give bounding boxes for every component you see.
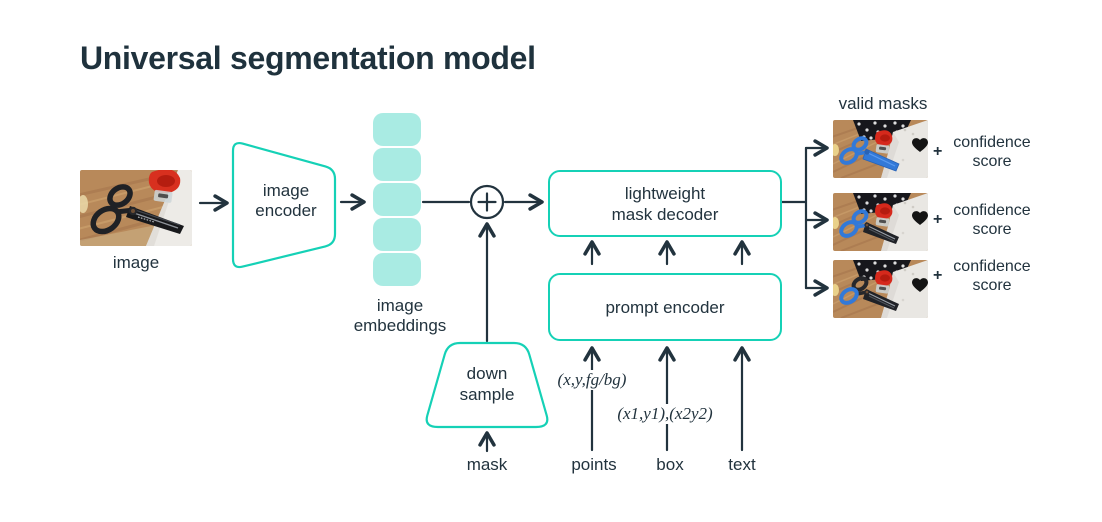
mask-input-label: mask bbox=[466, 455, 508, 474]
image-embeddings-label: image embeddings bbox=[353, 296, 447, 335]
confidence-score-1: confidence score bbox=[953, 134, 1031, 170]
input-image-label: image bbox=[112, 253, 160, 272]
valid-masks-heading: valid masks bbox=[838, 94, 928, 113]
box-input-label: box bbox=[656, 455, 684, 474]
plus-sign: + bbox=[933, 143, 943, 160]
image-encoder-label: image encoder bbox=[255, 181, 317, 220]
prompt-encoder-box: prompt encoder bbox=[548, 273, 782, 341]
text-input-label: text bbox=[728, 455, 756, 474]
image-encoder-shape bbox=[231, 141, 337, 269]
input-image-photo bbox=[80, 170, 192, 246]
downsample-shape bbox=[425, 341, 549, 429]
plus-combine-icon bbox=[469, 184, 505, 220]
downsample-label: down sample bbox=[459, 364, 515, 404]
embedding-token bbox=[373, 218, 421, 251]
diagram-title: Universal segmentation model bbox=[80, 40, 536, 76]
valid-mask-image-1 bbox=[833, 120, 928, 178]
valid-mask-image-3 bbox=[833, 260, 928, 318]
valid-mask-image-2 bbox=[833, 193, 928, 251]
embedding-token bbox=[373, 113, 421, 146]
image-embeddings-stack bbox=[373, 113, 421, 288]
embedding-token bbox=[373, 183, 421, 216]
mask-decoder-box: lightweight mask decoder bbox=[548, 170, 782, 237]
plus-sign: + bbox=[933, 211, 943, 228]
embedding-token bbox=[373, 148, 421, 181]
plus-sign: + bbox=[933, 267, 943, 284]
embedding-token bbox=[373, 253, 421, 286]
confidence-score-2: confidence score bbox=[953, 202, 1031, 238]
points-annotation: (x,y,fg/bg) bbox=[554, 370, 630, 390]
branch-line bbox=[777, 146, 808, 290]
confidence-score-3: confidence score bbox=[953, 258, 1031, 294]
points-input-label: points bbox=[571, 455, 617, 474]
box-annotation: (x1,y1),(x2y2) bbox=[614, 404, 716, 424]
